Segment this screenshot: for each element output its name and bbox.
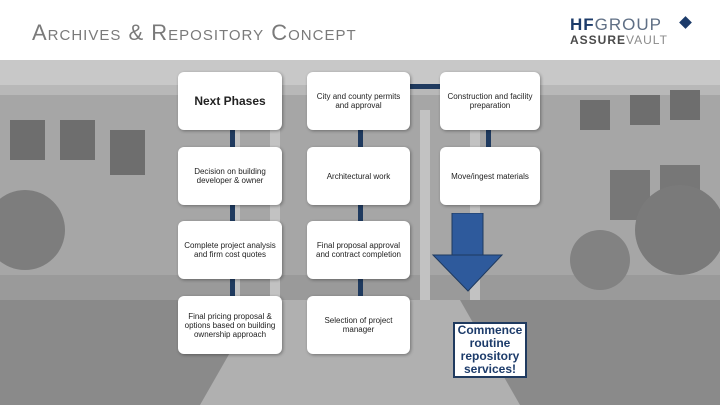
flow-box-construction: Construction and facility preparation (440, 72, 540, 130)
page-title: Archives & Repository Concept (32, 20, 357, 45)
flow-box-architectural: Architectural work (307, 147, 410, 205)
flow-box-project-analysis: Complete project analysis and firm cost … (178, 221, 282, 279)
logo-vault-text: VAULT (626, 33, 668, 47)
flow-box-permits: City and county permits and approval (307, 72, 410, 130)
flow-final-commence: Commence routine repository services! (453, 322, 527, 378)
flow-box-final-proposal: Final proposal approval and contract com… (307, 221, 410, 279)
flow-box-move-ingest: Move/ingest materials (440, 147, 540, 205)
flow-box-final-pricing: Final pricing proposal & options based o… (178, 296, 282, 354)
connector-col2 (358, 128, 363, 300)
connector-col3 (486, 128, 491, 150)
flow-box-decision-developer: Decision on building developer & owner (178, 147, 282, 205)
logo-diamond-icon (679, 16, 692, 29)
logo-assure-text: ASSURE (570, 33, 627, 47)
company-logo: HFGROUP ASSUREVAULT (570, 15, 692, 47)
flow-box-next-phases: Next Phases (178, 72, 282, 130)
connector-col1 (230, 128, 235, 300)
header-bar: Archives & Repository Concept HFGROUP AS… (0, 0, 720, 60)
logo-hf-text: HF (570, 15, 595, 34)
connector-col2-col3 (408, 84, 441, 89)
flow-box-project-manager: Selection of project manager (307, 296, 410, 354)
down-arrow-icon (431, 213, 504, 292)
logo-group-text: GROUP (594, 15, 663, 34)
